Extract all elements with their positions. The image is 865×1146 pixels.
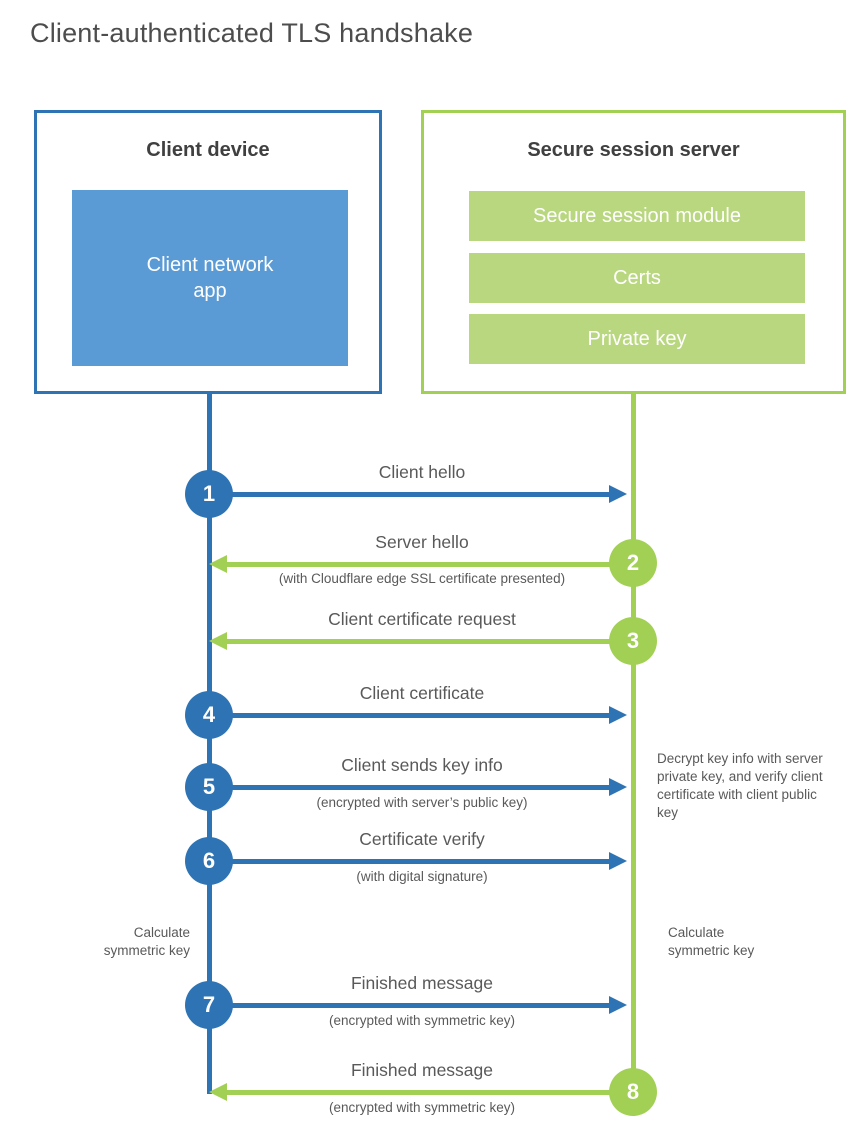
step-7-label: Finished message bbox=[350, 973, 494, 993]
step-1-arrow-right-icon bbox=[230, 485, 627, 503]
step-6-sublabel: (with digital signature) bbox=[356, 869, 488, 884]
step-8-label: Finished message bbox=[350, 1060, 494, 1080]
step-8-sublabel: (encrypted with symmetric key) bbox=[328, 1100, 516, 1115]
server-module-secure-session-module: Secure session module bbox=[469, 191, 805, 241]
decrypt-key-info-note: Decrypt key info with server private key… bbox=[657, 751, 823, 820]
step-8-arrow-left-icon bbox=[209, 1083, 610, 1101]
client-network-app-box: Client network app bbox=[72, 190, 348, 366]
step-2-number-badge: 2 bbox=[609, 539, 657, 587]
client-lifeline bbox=[207, 394, 212, 1094]
step-7-number-badge: 7 bbox=[185, 981, 233, 1029]
step-5-arrow-right-icon bbox=[230, 778, 627, 796]
step-4-arrow-right-icon bbox=[230, 706, 627, 724]
step-7-sublabel: (encrypted with symmetric key) bbox=[328, 1013, 516, 1028]
calculate-symmetric-key-note-server: Calculate symmetric key bbox=[668, 925, 755, 958]
step-4-label: Client certificate bbox=[359, 683, 485, 703]
step-4-number-badge: 4 bbox=[185, 691, 233, 739]
step-8-number-badge: 8 bbox=[609, 1068, 657, 1116]
step-3-label: Client certificate request bbox=[328, 609, 516, 629]
secure-session-server-box: Secure session server Secure session mod… bbox=[421, 110, 846, 394]
step-1-label: Client hello bbox=[378, 462, 466, 482]
step-2-arrow-left-icon bbox=[209, 555, 610, 573]
step-2-sublabel: (with Cloudflare edge SSL certificate pr… bbox=[278, 571, 566, 586]
step-3-number-badge: 3 bbox=[609, 617, 657, 665]
secure-session-server-title: Secure session server bbox=[527, 139, 740, 161]
step-5-label: Client sends key info bbox=[341, 755, 503, 775]
client-network-app-label: Client network app bbox=[146, 254, 274, 302]
step-3-arrow-left-icon bbox=[209, 632, 610, 650]
client-device-title: Client device bbox=[146, 139, 270, 161]
step-2-label: Server hello bbox=[375, 532, 469, 552]
server-lifeline bbox=[631, 394, 636, 1094]
server-module-certs: Certs bbox=[469, 253, 805, 303]
step-5-number-badge: 5 bbox=[185, 763, 233, 811]
step-6-label: Certificate verify bbox=[359, 829, 485, 849]
client-device-box: Client device Client network app bbox=[34, 110, 382, 394]
server-module-private-key: Private key bbox=[469, 314, 805, 364]
page-title: Client-authenticated TLS handshake bbox=[30, 18, 474, 48]
step-7-arrow-right-icon bbox=[230, 996, 627, 1014]
step-5-sublabel: (encrypted with server’s public key) bbox=[316, 795, 528, 810]
step-6-arrow-right-icon bbox=[230, 852, 627, 870]
step-6-number-badge: 6 bbox=[185, 837, 233, 885]
step-1-number-badge: 1 bbox=[185, 470, 233, 518]
calculate-symmetric-key-note-client: Calculate symmetric key bbox=[103, 925, 190, 958]
